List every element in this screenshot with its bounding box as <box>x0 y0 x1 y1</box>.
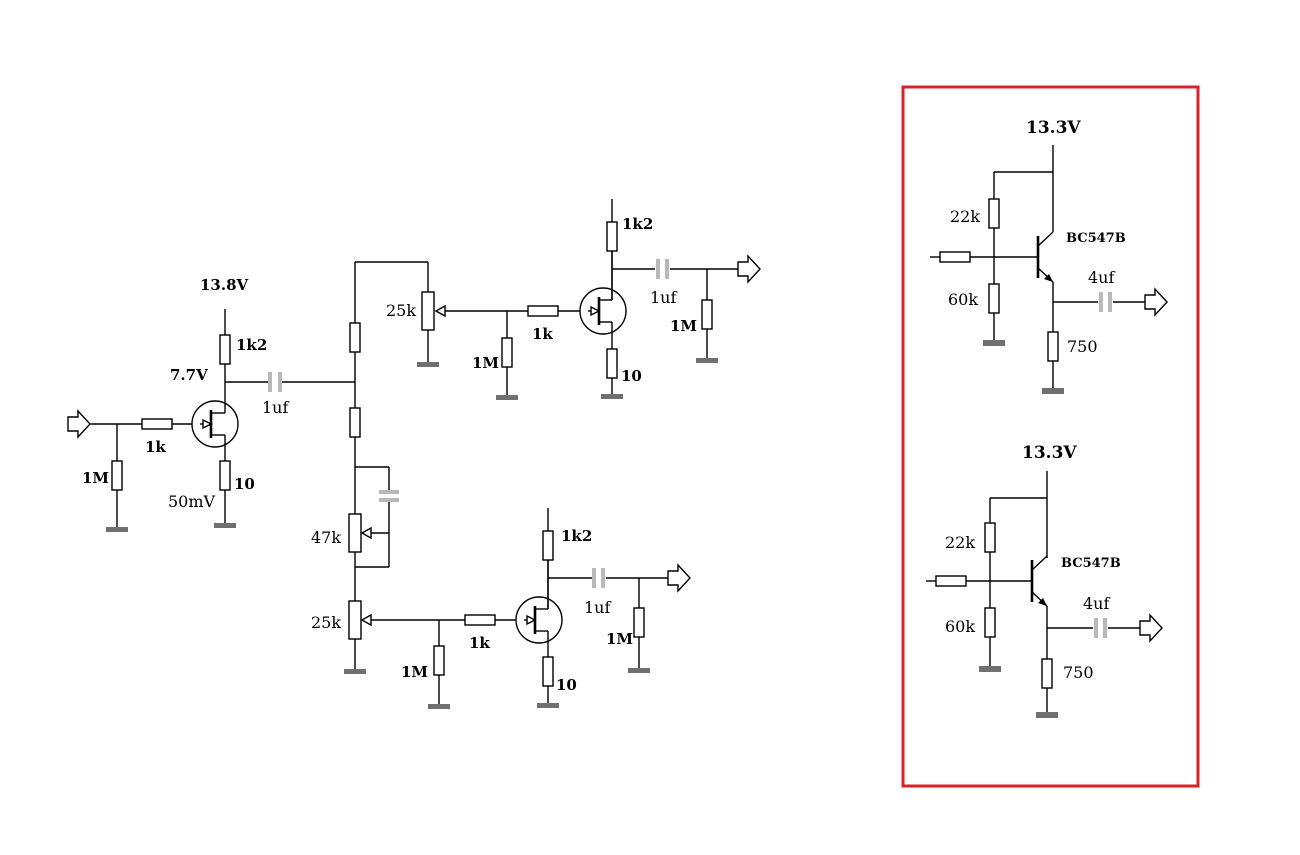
pot-top <box>421 291 435 331</box>
output-arrow-icon <box>1144 287 1168 317</box>
output-arrow-icon <box>667 563 691 593</box>
stage-bottom-jfet-symbol <box>515 596 563 644</box>
stage-top-jfet-symbol <box>579 287 627 335</box>
stage-bottom-source-resistor-label: 10 <box>556 676 577 694</box>
ground-symbol <box>696 358 718 363</box>
stage-bottom-drain-resistor-label: 1k2 <box>561 527 592 545</box>
stage-bottom-output-resistor <box>633 607 645 638</box>
inset-top-bjt-stage <box>930 145 1168 394</box>
stage-top-gate-resistor-label: 1k <box>532 325 553 343</box>
stage-bottom-gate-resistor-label: 1k <box>469 634 490 652</box>
stage1-supply-label: 13.8V <box>200 276 249 294</box>
divider-resistor-middle <box>349 407 361 438</box>
ground-symbol <box>417 362 439 367</box>
inset-bottom-transistor-label: BC547B <box>1061 556 1121 571</box>
divider-resistor-upper <box>349 322 361 353</box>
stage-top-gate-resistor <box>527 305 559 317</box>
inset-top-r-lower <box>988 283 1000 314</box>
inset-top-r-upper-label: 22k <box>950 207 980 226</box>
stage1-source-resistor-label: 10 <box>234 475 255 493</box>
pot-bottom <box>348 600 362 640</box>
stage-top-drain-resistor-label: 1k2 <box>622 215 653 233</box>
highlight-box <box>901 85 1200 788</box>
inset-bottom-emitter-resistor <box>1041 658 1053 689</box>
inset-bottom-output-cap-label: 4uf <box>1083 594 1110 613</box>
inset-top-transistor-label: BC547B <box>1066 231 1126 246</box>
ground-symbol <box>106 527 128 532</box>
inset-top-supply-label: 13.3V <box>1026 118 1081 138</box>
stage-bottom-jfet <box>428 508 691 709</box>
ground-symbol <box>214 523 236 528</box>
stage1-gate-resistor <box>141 418 173 430</box>
stage-top-jfet <box>496 199 761 400</box>
inset-bottom-r-lower-label: 60k <box>945 617 975 636</box>
stage1-gate-resistor-label: 1k <box>145 438 166 456</box>
inset-bottom-base-resistor <box>935 575 967 587</box>
stage1-source-voltage-label: 50mV <box>168 492 216 511</box>
stage-top-gate-leak-label: 1M <box>472 354 499 372</box>
inset-top-emitter-resistor-label: 750 <box>1067 337 1098 356</box>
stage-top-output-cap-label: 1uf <box>650 288 677 307</box>
ground-symbol <box>1042 388 1064 394</box>
stage-bottom-drain-resistor <box>542 530 554 561</box>
inset-bottom-r-upper <box>984 522 996 553</box>
inset-top-emitter-resistor <box>1047 331 1059 362</box>
stage1-input-resistor <box>111 460 123 491</box>
stage-bottom-gate-resistor <box>464 614 496 626</box>
stage-bottom-source-resistor <box>542 656 554 687</box>
ground-symbol <box>628 668 650 673</box>
stage1-input-resistor-label: 1M <box>82 469 109 487</box>
inset-bottom-emitter-resistor-label: 750 <box>1063 663 1094 682</box>
stage-bottom-gate-leak <box>433 645 445 676</box>
stage-top-source-resistor-label: 10 <box>621 367 642 385</box>
ground-symbol <box>537 703 559 708</box>
inset-top-r-lower-label: 60k <box>948 290 978 309</box>
stage1-drain-resistor <box>219 334 231 365</box>
pot-bottom-label: 25k <box>311 613 341 632</box>
input-arrow-icon <box>67 409 91 439</box>
stage-top-gate-leak <box>501 337 513 368</box>
stage-top-source-resistor <box>606 348 618 379</box>
stage-bottom-output-resistor-label: 1M <box>606 630 633 648</box>
stage1-jfet-symbol <box>191 400 239 448</box>
ground-symbol <box>601 394 623 399</box>
pot-top-label: 25k <box>386 301 416 320</box>
ground-symbol <box>428 704 450 709</box>
stage1-jfet <box>67 309 355 532</box>
inset-bottom-r-upper-label: 22k <box>945 533 975 552</box>
pot-middle-label: 47k <box>311 528 341 547</box>
divider-chain <box>344 261 528 674</box>
stage1-coupling-cap-label: 1uf <box>262 398 289 417</box>
stage-top-output-resistor <box>701 299 713 330</box>
inset-top-output-cap-label: 4uf <box>1088 268 1115 287</box>
stage-bottom-output-cap-label: 1uf <box>584 598 611 617</box>
ground-symbol <box>979 666 1001 672</box>
ground-symbol <box>496 395 518 400</box>
inset-bottom-supply-label: 13.3V <box>1022 443 1077 463</box>
stage-top-output-resistor-label: 1M <box>670 317 697 335</box>
ground-symbol <box>344 669 366 674</box>
ground-symbol <box>1036 712 1058 718</box>
stage1-source-resistor <box>219 460 231 491</box>
stage1-drain-resistor-label: 1k2 <box>236 336 267 354</box>
stage-bottom-gate-leak-label: 1M <box>401 663 428 681</box>
inset-bottom-bjt-stage <box>926 471 1163 718</box>
output-arrow-icon <box>1139 613 1163 643</box>
inset-top-base-resistor <box>939 251 971 263</box>
inset-bottom-r-lower <box>984 607 996 638</box>
pot-middle <box>348 513 362 553</box>
output-arrow-icon <box>737 254 761 284</box>
inset-top-r-upper <box>988 198 1000 229</box>
ground-symbol <box>983 340 1005 346</box>
stage-top-drain-resistor <box>606 221 618 252</box>
stage1-node-voltage-label: 7.7V <box>170 366 208 384</box>
